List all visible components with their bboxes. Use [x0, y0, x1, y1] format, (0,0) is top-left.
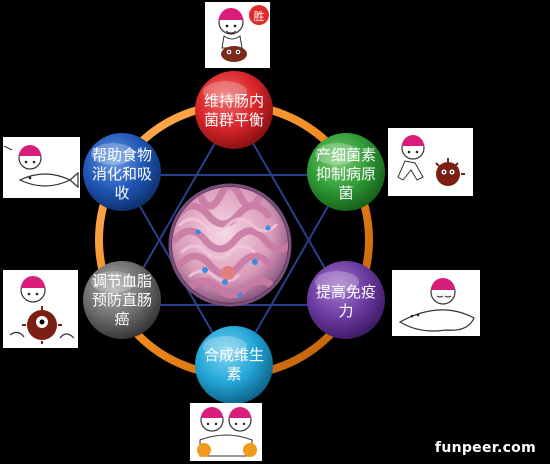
node-upper-right-line-1: 产细菌素 — [316, 146, 376, 164]
cartoon-fighting-germ-2 — [3, 270, 78, 348]
node-lower-right-line-2: 力 — [338, 302, 353, 320]
cartoon-sleeping — [392, 270, 480, 336]
node-upper-left-line-1: 帮助食物 — [92, 146, 152, 164]
intestine-image — [168, 183, 292, 307]
node-lower-left-line-2: 预防直肠 — [92, 291, 152, 309]
cartoon-fishing — [3, 137, 80, 198]
cartoon-victory: 胜 — [205, 2, 270, 68]
node-lower-right-line-1: 提高免疫 — [316, 283, 376, 301]
node-top-line-1: 维持肠内 — [204, 92, 264, 110]
node-bottom-line-2: 素 — [226, 365, 241, 383]
node-lower-left-line-3: 癌 — [114, 310, 129, 328]
node-upper-right: 产细菌素 抑制病原 菌 — [307, 133, 385, 211]
node-lower-right: 提高免疫 力 — [307, 261, 385, 339]
node-upper-right-line-3: 菌 — [338, 184, 353, 202]
node-bottom-line-1: 合成维生 — [204, 346, 264, 364]
node-top-line-2: 菌群平衡 — [204, 111, 264, 129]
node-upper-left-line-2: 消化和吸 — [92, 165, 152, 183]
cartoon-twin-babies — [190, 403, 262, 461]
node-lower-left-line-1: 调节血脂 — [92, 272, 152, 290]
node-upper-left-line-3: 收 — [114, 184, 129, 202]
badge-text: 胜 — [254, 9, 265, 23]
node-upper-right-line-2: 抑制病原 — [316, 165, 376, 183]
node-top: 维持肠内 菌群平衡 — [195, 71, 273, 149]
watermark: funpeer.com — [434, 440, 536, 456]
node-bottom: 合成维生 素 — [195, 326, 273, 404]
node-lower-left: 调节血脂 预防直肠 癌 — [83, 261, 161, 339]
cartoon-fighting-germ — [388, 128, 473, 196]
node-upper-left: 帮助食物 消化和吸 收 — [83, 133, 161, 211]
